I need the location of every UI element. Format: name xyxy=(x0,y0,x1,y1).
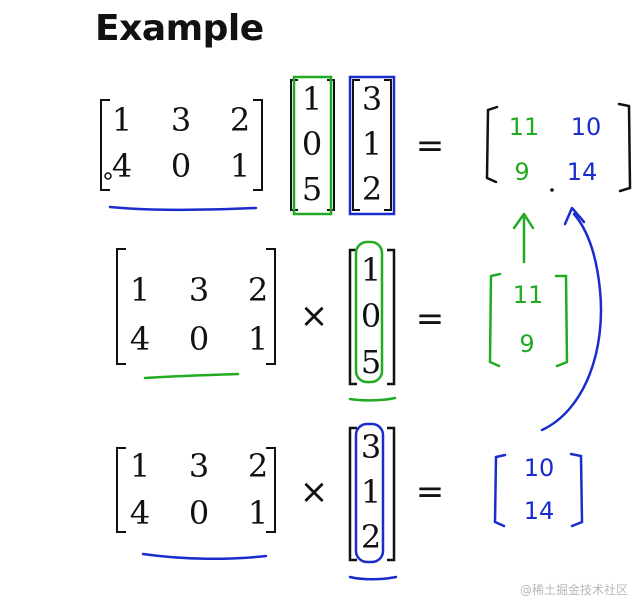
matrix-a-cell: 1 xyxy=(130,271,150,309)
matrix-a-cell: 2 xyxy=(248,447,268,485)
blue-arrow xyxy=(540,212,603,432)
blue-underline xyxy=(108,205,258,211)
result-2-cell: 14 xyxy=(524,497,555,525)
vector-1-left-bracket xyxy=(348,248,357,386)
vector-2-cell: 3 xyxy=(361,428,381,466)
row-3: 1 3 2 4 0 1 × 3 1 2 = 10 14 xyxy=(116,206,603,581)
matrix-a-right-bracket xyxy=(266,248,276,365)
matrix-a-cell: 1 xyxy=(112,101,132,139)
times-sign: × xyxy=(300,296,329,336)
result-left-bracket xyxy=(485,105,499,184)
matrix-a-cell: 2 xyxy=(248,271,268,309)
vector-1-cell: 5 xyxy=(302,170,322,208)
result-cell: 11 xyxy=(509,113,540,141)
matrix-a-left-bracket xyxy=(116,248,126,365)
matrix-a-cell: 4 xyxy=(130,494,150,532)
result-right-bracket xyxy=(617,102,632,193)
blue-box xyxy=(348,75,396,216)
vector-1-cell: 1 xyxy=(361,251,381,289)
vector-1-cell: 0 xyxy=(302,125,322,163)
vector-2-cell: 2 xyxy=(362,170,382,208)
result-cell: 9 xyxy=(514,158,529,186)
green-underline xyxy=(143,372,240,380)
result-1-right-bracket xyxy=(554,274,569,368)
times-sign: × xyxy=(300,472,329,512)
equals-sign: = xyxy=(416,126,445,166)
green-underline xyxy=(348,396,397,402)
matrix-a-cell: 1 xyxy=(248,320,268,358)
matrix-a-right-bracket xyxy=(266,447,276,533)
blue-underline xyxy=(348,575,398,581)
vector-1-cell: 0 xyxy=(361,297,381,335)
vector-1-cell: 1 xyxy=(302,80,322,118)
result-1-cell: 9 xyxy=(519,330,534,358)
dot-mark xyxy=(550,188,554,192)
vector-2-left-bracket xyxy=(352,79,360,211)
vector-1-right-bracket xyxy=(387,248,396,386)
matrix-a-cell: 4 xyxy=(130,320,150,358)
matrix-a-cell: 4 xyxy=(112,147,132,185)
blue-underline xyxy=(141,552,268,561)
blue-highlight xyxy=(354,422,385,564)
equals-sign: = xyxy=(416,472,445,512)
result-1-left-bracket xyxy=(488,272,502,368)
matrix-a-cell: 2 xyxy=(230,101,250,139)
result-2-cell: 10 xyxy=(524,454,555,482)
result-cell: 10 xyxy=(571,113,602,141)
green-highlight xyxy=(354,240,384,384)
cursor-mark xyxy=(104,172,112,180)
result-2-left-bracket xyxy=(493,453,507,528)
matrix-a-left-bracket xyxy=(100,99,110,191)
blue-arrow-head xyxy=(563,206,586,226)
matrix-a-right-bracket xyxy=(253,99,263,191)
vector-2-right-bracket xyxy=(387,426,396,562)
result-1-cell: 11 xyxy=(513,281,544,309)
page-title: Example xyxy=(95,8,264,49)
green-box xyxy=(292,75,333,216)
vector-2-cell: 1 xyxy=(361,473,381,511)
matrix-a-cell: 0 xyxy=(189,320,209,358)
matrix-a-cell: 3 xyxy=(189,271,209,309)
matrix-a-cell: 1 xyxy=(230,147,250,185)
watermark: @稀土掘金技术社区 xyxy=(519,583,628,597)
vector-2-cell: 1 xyxy=(362,125,382,163)
matrix-a-cell: 1 xyxy=(130,447,150,485)
matrix-a-cell: 1 xyxy=(248,494,268,532)
vector-1-cell: 5 xyxy=(361,343,381,381)
matrix-a-cell: 3 xyxy=(171,101,191,139)
vector-2-right-bracket xyxy=(384,79,392,211)
vector-2-left-bracket xyxy=(348,426,357,562)
matrix-a-left-bracket xyxy=(116,447,126,533)
row-1: 1 3 2 4 0 1 1 0 5 3 1 2 = 11 10 9 14 xyxy=(100,75,632,216)
row-2: 1 3 2 4 0 1 × 1 0 5 = 11 9 xyxy=(116,212,569,402)
green-arrow-head xyxy=(512,212,535,230)
equals-sign: = xyxy=(416,299,445,339)
matrix-a-cell: 0 xyxy=(189,494,209,532)
result-2-right-bracket xyxy=(569,452,584,528)
vector-2-cell: 3 xyxy=(362,80,382,118)
vector-2-cell: 2 xyxy=(361,518,381,556)
matrix-a-cell: 0 xyxy=(171,147,191,185)
matrix-a-cell: 3 xyxy=(189,447,209,485)
result-cell: 14 xyxy=(567,158,598,186)
